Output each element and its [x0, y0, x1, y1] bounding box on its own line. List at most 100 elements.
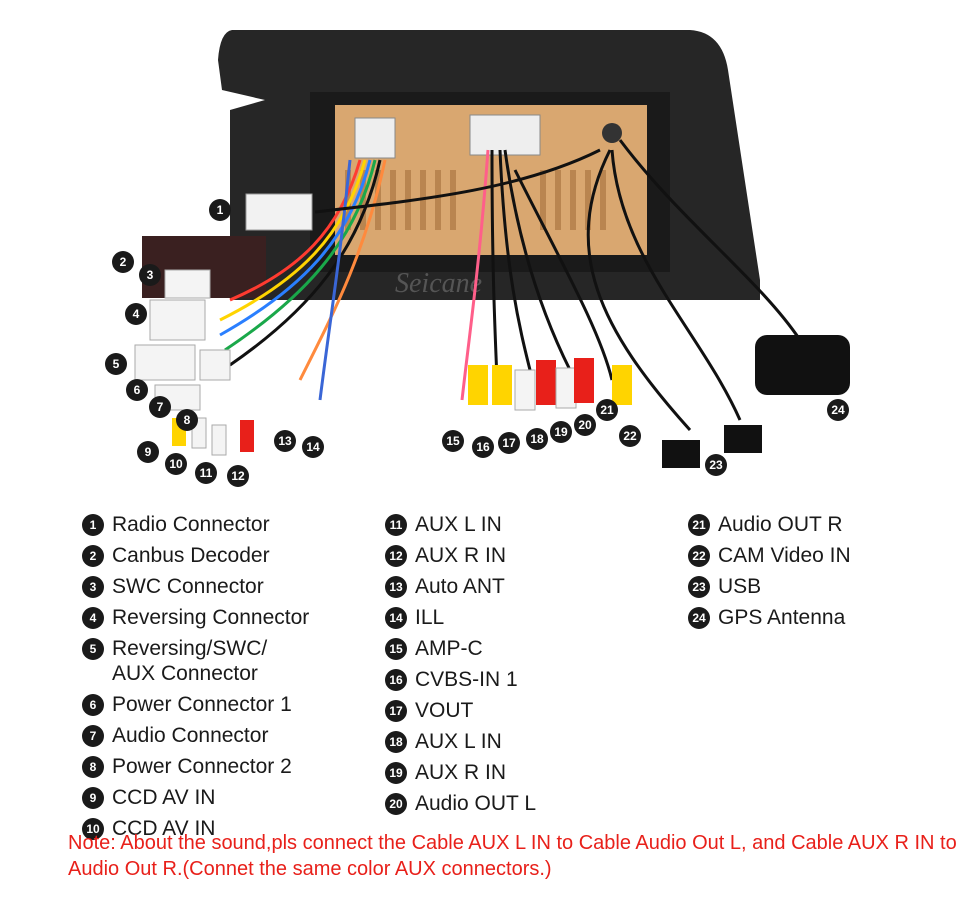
callout-4: 4 — [125, 303, 147, 325]
svg-text:21: 21 — [600, 403, 614, 417]
legend-number-badge: 18 — [385, 731, 407, 753]
callout-9: 9 — [137, 441, 159, 463]
gps-antenna — [755, 335, 850, 395]
svg-text:14: 14 — [306, 440, 320, 454]
legend-label: CVBS-IN 1 — [415, 668, 518, 691]
callout-2: 2 — [112, 251, 134, 273]
legend-label: Audio Connector — [112, 724, 269, 747]
callout-7: 7 — [149, 396, 171, 418]
legend-label: Audio OUT R — [718, 513, 843, 536]
legend-number-badge: 15 — [385, 638, 407, 660]
svg-text:22: 22 — [623, 429, 637, 443]
callout-15: 15 — [442, 430, 464, 452]
legend-number-badge: 8 — [82, 756, 104, 778]
legend-item: 16 CVBS-IN 1 — [385, 667, 536, 692]
svg-text:15: 15 — [446, 434, 460, 448]
legend-label: Audio OUT L — [415, 792, 537, 815]
legend-number-badge: 17 — [385, 700, 407, 722]
legend-label: Canbus Decoder — [112, 544, 270, 567]
legend-number-badge: 24 — [688, 607, 710, 629]
legend-number-badge: 4 — [82, 607, 104, 629]
callout-17: 17 — [498, 432, 520, 454]
legend-item: 1 Radio Connector — [82, 512, 309, 537]
wire-harness — [219, 139, 802, 432]
legend-label: ILL — [415, 606, 445, 629]
legend-item: 18 AUX L IN — [385, 729, 536, 754]
svg-text:2: 2 — [120, 255, 127, 269]
svg-text:17: 17 — [502, 436, 516, 450]
legend-label: CAM Video IN — [718, 544, 851, 567]
legend-number-badge: 3 — [82, 576, 104, 598]
legend-item: 6 Power Connector 1 — [82, 692, 309, 717]
legend-number-badge: 16 — [385, 669, 407, 691]
antenna-socket — [602, 123, 622, 143]
connector-block-left — [354, 117, 396, 159]
legend-label: AMP-C — [415, 637, 483, 660]
legend-label: Power Connector 1 — [112, 693, 292, 716]
legend-item: 21 Audio OUT R — [688, 512, 851, 537]
legend-item: 4 Reversing Connector — [82, 605, 309, 630]
svg-text:10: 10 — [169, 457, 183, 471]
svg-text:7: 7 — [157, 400, 164, 414]
legend-item: 14 ILL — [385, 605, 536, 630]
legend-number-badge: 5 — [82, 638, 104, 660]
legend-column-1: 1 Radio Connector 2 Canbus Decoder 3 SWC Conn… — [82, 512, 309, 847]
connector-block — [469, 114, 541, 156]
legend-label: Power Connector 2 — [112, 755, 292, 778]
legend-number-badge: 9 — [82, 787, 104, 809]
legend-number-badge: 19 — [385, 762, 407, 784]
callout-22: 22 — [619, 425, 641, 447]
callout-11: 11 — [195, 462, 217, 484]
usb-plug-1 — [662, 440, 700, 468]
legend-label: Reversing/SWC/ AUX Connector — [112, 637, 268, 685]
legend-number-badge: 1 — [82, 514, 104, 536]
legend-number-badge: 14 — [385, 607, 407, 629]
callout-3: 3 — [139, 264, 161, 286]
svg-text:12: 12 — [231, 469, 245, 483]
svg-text:19: 19 — [554, 425, 568, 439]
callout-12: 12 — [227, 465, 249, 487]
legend-item: 19 AUX R IN — [385, 760, 536, 785]
legend-label: AUX L IN — [415, 513, 502, 536]
legend-number-badge: 2 — [82, 545, 104, 567]
legend-label: Radio Connector — [112, 513, 270, 536]
svg-text:8: 8 — [184, 413, 191, 427]
unit-photo: Seicane — [105, 30, 850, 487]
usb-plug-2 — [724, 425, 762, 453]
legend-number-badge: 12 — [385, 545, 407, 567]
svg-text:20: 20 — [578, 418, 592, 432]
svg-text:18: 18 — [530, 432, 544, 446]
callout-5: 5 — [105, 353, 127, 375]
legend-number-badge: 6 — [82, 694, 104, 716]
callout-23: 23 — [705, 454, 727, 476]
svg-text:16: 16 — [476, 440, 490, 454]
legend-number-badge: 10 — [82, 818, 104, 840]
legend-item: 22 CAM Video IN — [688, 543, 851, 568]
legend-label: AUX L IN — [415, 730, 502, 753]
legend-label: AUX R IN — [415, 761, 507, 784]
callout-19: 19 — [550, 421, 572, 443]
callout-10: 10 — [165, 453, 187, 475]
legend-number-badge: 22 — [688, 545, 710, 567]
legend-label: SWC Connector — [112, 575, 264, 598]
legend-item: 7 Audio Connector — [82, 723, 309, 748]
brand-watermark: Seicane — [395, 268, 482, 299]
legend-label: VOUT — [415, 699, 474, 722]
legend-label: CCD AV IN — [112, 817, 216, 840]
legend-number-badge: 23 — [688, 576, 710, 598]
legend-number-badge: 21 — [688, 514, 710, 536]
legend-item: 5 Reversing/SWC/ AUX Connector — [82, 636, 309, 686]
callout-14: 14 — [302, 436, 324, 458]
sound-note: Note: About the sound,pls connect the Ca… — [68, 832, 957, 880]
legend-number-badge: 7 — [82, 725, 104, 747]
legend-label: Reversing Connector — [112, 606, 310, 629]
legend-item: 17 VOUT — [385, 698, 536, 723]
callout-24: 24 — [827, 399, 849, 421]
radio-connector-plug — [245, 193, 313, 231]
svg-text:24: 24 — [831, 403, 845, 417]
